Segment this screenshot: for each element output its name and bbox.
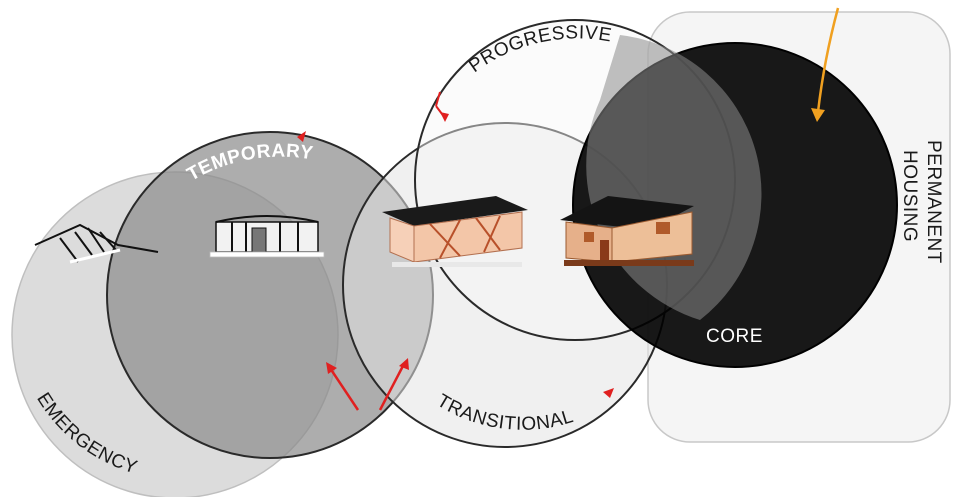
core-label: CORE	[706, 326, 763, 347]
arrow-red-progressive	[435, 91, 449, 122]
permanent-housing-label-line1: PERMANENT	[923, 140, 944, 264]
arrow-red-temporary	[297, 131, 306, 142]
transitional-shelter-icon	[382, 196, 528, 267]
arrow-red-temporary-transitional	[378, 358, 409, 411]
permanent-housing-label-line2: HOUSING	[899, 150, 920, 242]
core-house-icon	[560, 196, 694, 266]
temporary-shelter-icon	[209, 215, 325, 258]
arrow-orange-core	[811, 7, 840, 122]
arrow-red-transitional	[603, 388, 614, 398]
arrow-red-emergency-temporary	[326, 362, 360, 411]
tent-icon	[34, 223, 159, 264]
